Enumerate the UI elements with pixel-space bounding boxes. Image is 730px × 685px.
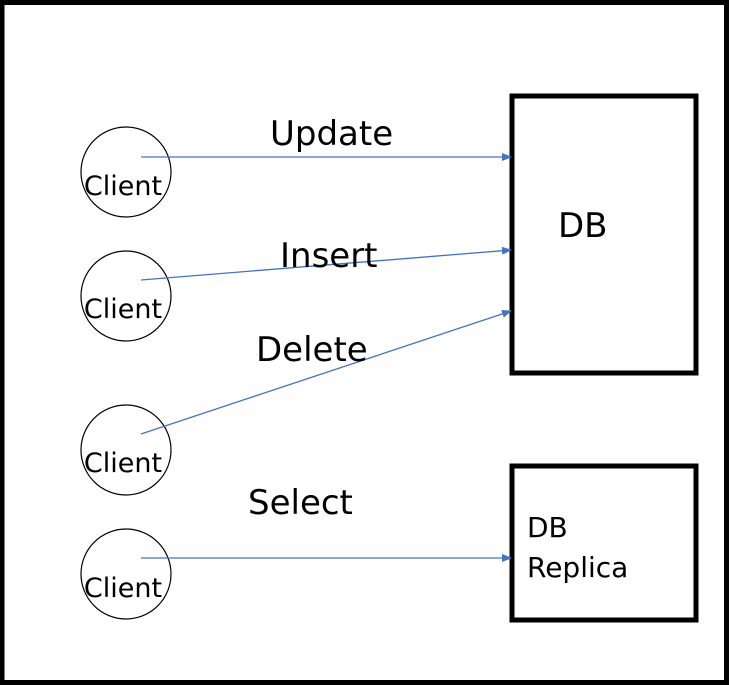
insert-arrow bbox=[140, 246, 512, 281]
client-label: Client bbox=[84, 171, 162, 202]
db-label: DB bbox=[558, 206, 608, 246]
db-replica-box bbox=[509, 463, 699, 623]
client-node: Client bbox=[80, 126, 172, 218]
update-label: Update bbox=[270, 114, 393, 154]
delete-arrow bbox=[140, 310, 512, 435]
insert-label: Insert bbox=[280, 236, 378, 276]
client-node: Client bbox=[80, 250, 172, 342]
db-box bbox=[509, 93, 699, 376]
db-replica-label-line2: Replica bbox=[527, 551, 628, 584]
client-node: Client bbox=[80, 528, 172, 620]
client-label: Client bbox=[84, 294, 162, 325]
delete-label: Delete bbox=[256, 330, 368, 370]
select-label: Select bbox=[248, 483, 353, 523]
client-node: Client bbox=[80, 404, 172, 496]
client-label: Client bbox=[84, 573, 162, 604]
db-replica-label-line1: DB bbox=[527, 511, 568, 544]
client-label: Client bbox=[84, 448, 162, 479]
